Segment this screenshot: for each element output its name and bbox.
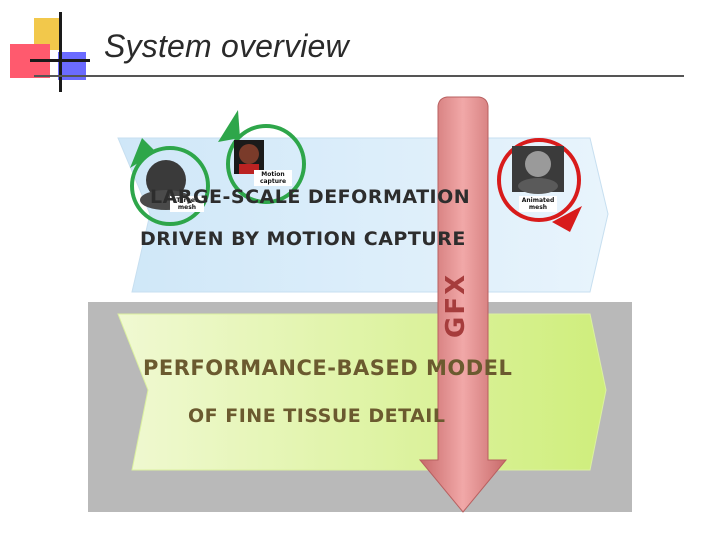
top-band-line1: Large-scale deformation bbox=[150, 186, 471, 208]
animated-mesh-label: Animated mesh bbox=[519, 196, 557, 212]
bottom-band-line1: Performance-based model bbox=[143, 356, 513, 380]
bottom-band-line2: of fine tissue detail bbox=[188, 405, 446, 427]
target-mesh-label: Target mesh bbox=[170, 196, 204, 212]
motion-capture-thumbnail bbox=[218, 110, 306, 204]
slide-decoration bbox=[0, 0, 100, 100]
motion-capture-label: Motion capture bbox=[254, 170, 292, 186]
title-underline bbox=[34, 75, 684, 77]
page-title: System overview bbox=[104, 28, 349, 64]
bottom-band bbox=[117, 313, 607, 471]
target-mesh-thumbnail bbox=[130, 138, 210, 226]
animated-mesh-thumbnail bbox=[497, 138, 582, 232]
decor-vertical-line bbox=[59, 12, 62, 92]
gfx-label: GFX bbox=[441, 272, 471, 338]
gfx-arrow bbox=[418, 96, 508, 513]
top-band-line2: driven by Motion Capture bbox=[140, 228, 466, 250]
decor-horizontal-line bbox=[30, 59, 90, 62]
